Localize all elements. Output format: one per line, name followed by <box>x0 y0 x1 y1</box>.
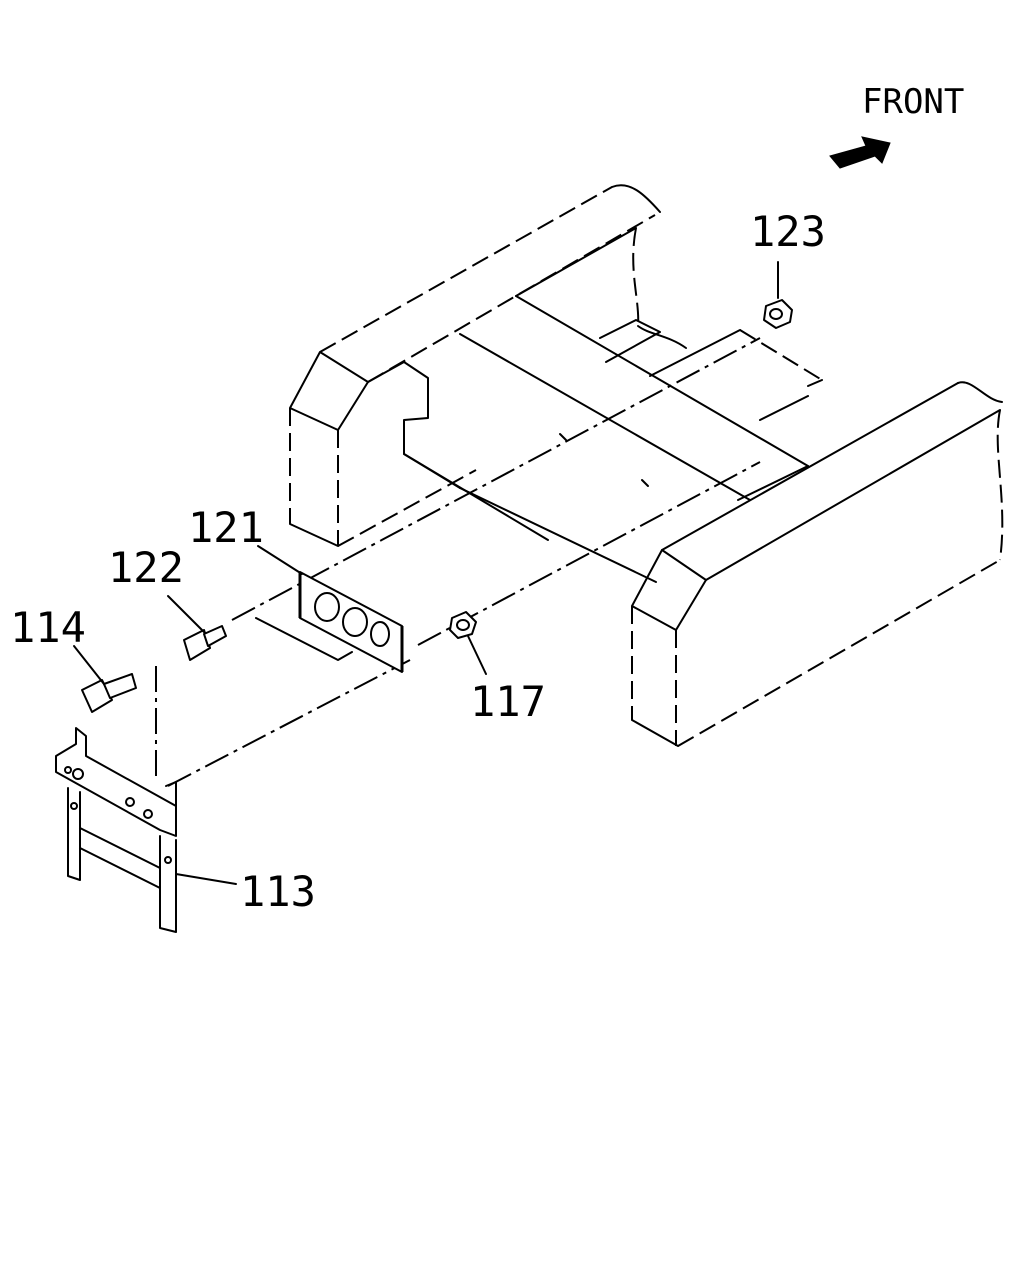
crossmember <box>403 227 823 583</box>
front-indicator: FRONT <box>829 82 964 169</box>
left-frame-rail <box>289 184 687 547</box>
assembly-lines <box>155 337 761 787</box>
bolt-122 <box>167 595 227 661</box>
front-label: FRONT <box>862 82 964 122</box>
bolt-114 <box>73 645 137 713</box>
right-frame-rail <box>631 381 1004 747</box>
nut-117 <box>449 611 487 675</box>
callout-121: 121 <box>188 503 264 552</box>
callout-122: 122 <box>108 543 184 592</box>
callout-117: 117 <box>470 677 546 726</box>
callout-123: 123 <box>750 207 826 256</box>
front-arrow-icon <box>829 136 891 169</box>
callout-113: 113 <box>240 867 316 916</box>
callout-114: 114 <box>10 603 86 652</box>
plate-bracket-121 <box>255 545 404 673</box>
step-bracket-113 <box>55 727 237 933</box>
nut-123 <box>763 261 793 329</box>
